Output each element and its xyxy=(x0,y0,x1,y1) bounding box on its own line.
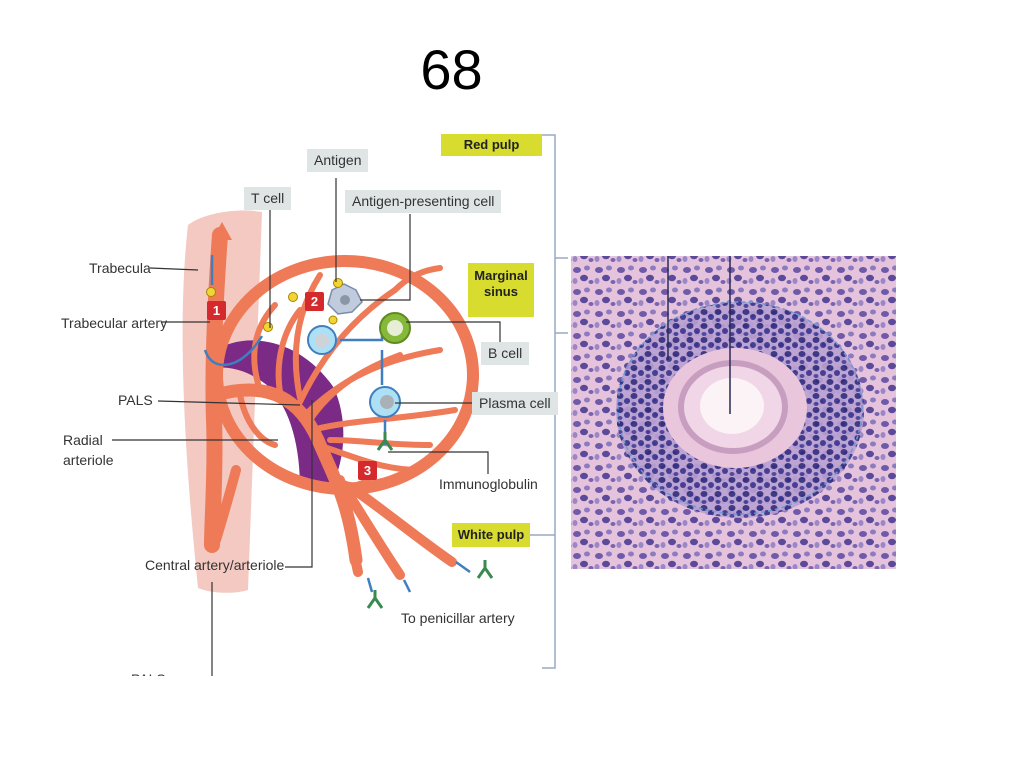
label-white-pulp: White pulp xyxy=(452,523,530,547)
radial-arterioles xyxy=(237,265,458,489)
histology-micrograph xyxy=(571,256,896,569)
label-immunoglobulin: Immunoglobulin xyxy=(439,476,538,492)
label-t-cell: T cell xyxy=(244,187,292,210)
slide-number: 68 xyxy=(420,38,483,101)
step-markers xyxy=(207,292,377,480)
label-trabecula: Trabecula xyxy=(89,260,151,276)
label-central-artery: Central artery/arteriole xyxy=(145,557,285,573)
label-radial-line1: Radial xyxy=(63,432,103,448)
artery-arrowhead xyxy=(212,222,232,240)
label-antigen-presenting-cell: Antigen-presenting cell xyxy=(345,190,502,213)
label-antigen: Antigen xyxy=(307,149,369,172)
immunoglobulin-icons xyxy=(366,432,494,609)
trabecular-artery xyxy=(204,227,228,553)
label-to-penicillar-artery: To penicillar artery xyxy=(401,610,515,626)
marginal-line2: sinus xyxy=(484,284,518,299)
label-radial-line2: arteriole xyxy=(63,452,114,468)
label-marginal-sinus: Marginal sinus xyxy=(468,263,534,317)
step-marker-2: 2 xyxy=(310,294,319,309)
label-red-pulp: Red pulp xyxy=(441,134,542,156)
step-marker-1: 1 xyxy=(212,303,221,318)
label-trabecular-artery: Trabecular artery xyxy=(61,315,168,331)
step-marker-3: 3 xyxy=(363,463,372,478)
label-pals: PALS xyxy=(118,392,153,408)
label-b-cell: B cell xyxy=(481,342,530,365)
penicillar-branches xyxy=(211,465,457,580)
marginal-line1: Marginal xyxy=(474,268,528,283)
bottom-crop-mask xyxy=(120,676,580,706)
label-plasma-cell: Plasma cell xyxy=(472,392,558,415)
